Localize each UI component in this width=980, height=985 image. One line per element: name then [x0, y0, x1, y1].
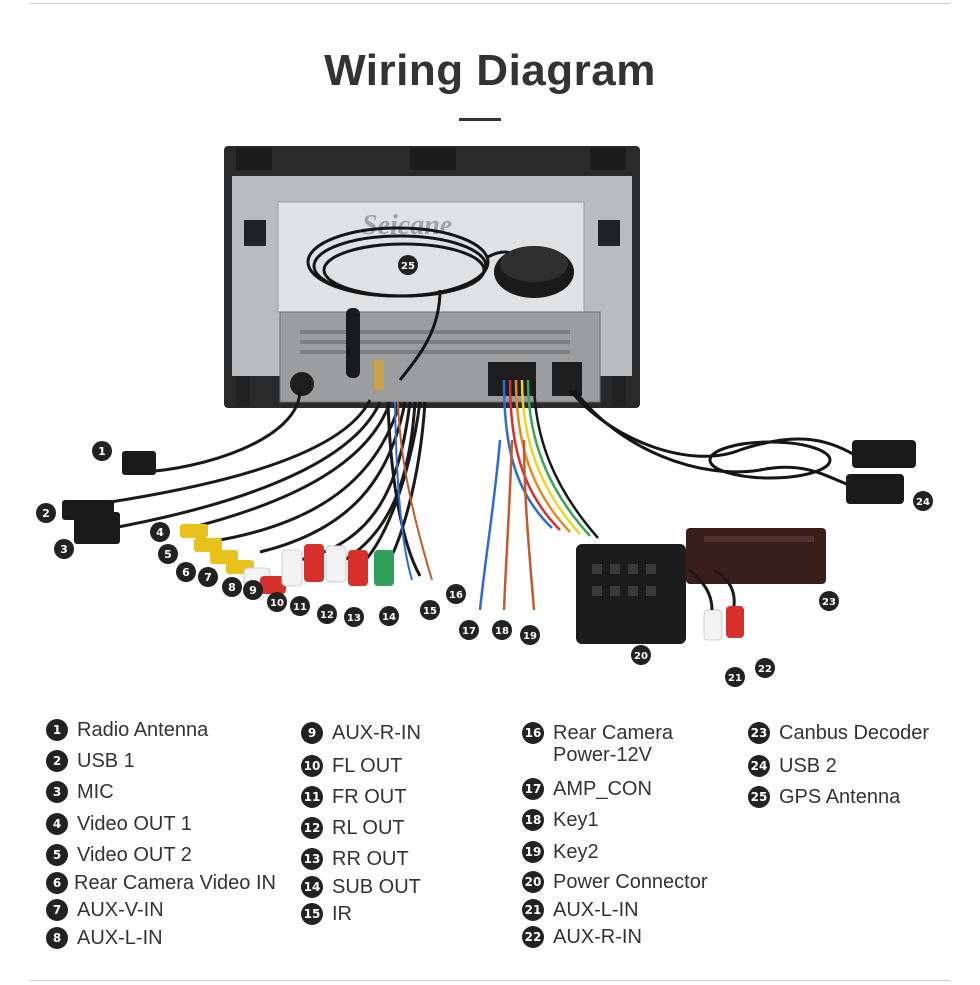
radio-antenna-connector	[122, 451, 156, 475]
svg-text:13: 13	[347, 613, 361, 624]
svg-text:9: 9	[249, 584, 257, 597]
page-title: Wiring Diagram	[324, 46, 656, 95]
callout-21: 21	[725, 667, 745, 687]
svg-text:7: 7	[204, 571, 212, 584]
svg-text:5: 5	[164, 548, 172, 561]
svg-text:16: 16	[449, 590, 463, 601]
svg-text:1: 1	[98, 445, 106, 458]
callout-19: 19	[520, 625, 540, 645]
svg-text:10: 10	[270, 598, 284, 609]
callout-4: 4	[150, 522, 170, 542]
mic-connector	[74, 512, 120, 544]
callout-6: 6	[176, 562, 196, 582]
callout-23: 23	[819, 591, 839, 611]
usb2-connector-b	[846, 474, 904, 504]
gps-antenna	[306, 226, 521, 381]
callout-11: 11	[290, 596, 310, 616]
svg-text:24: 24	[916, 497, 930, 508]
svg-text:17: 17	[462, 626, 476, 637]
head-unit-chassis	[224, 146, 640, 408]
callout-markers: 1 2 3 4 5 6 7 8 9 10 11 12 13 14 15 16 1…	[36, 255, 933, 687]
callout-24: 24	[913, 491, 933, 511]
callout-15: 15	[420, 600, 440, 620]
svg-text:22: 22	[758, 664, 772, 675]
callout-10: 10	[267, 592, 287, 612]
callout-3: 3	[54, 539, 74, 559]
power-harness	[478, 379, 599, 611]
callout-25: 25	[398, 255, 418, 275]
svg-text:12: 12	[320, 610, 334, 621]
callout-13: 13	[344, 607, 364, 627]
callout-16: 16	[446, 584, 466, 604]
callout-9: 9	[243, 580, 263, 600]
usb2-connector-a	[852, 440, 916, 468]
svg-text:2: 2	[42, 507, 50, 520]
svg-text:3: 3	[60, 543, 68, 556]
callout-18: 18	[492, 620, 512, 640]
usb2-cable	[568, 389, 861, 490]
svg-text:20: 20	[634, 651, 648, 662]
head-unit-illustration: Seicane	[36, 146, 933, 687]
svg-text:11: 11	[293, 602, 307, 613]
svg-text:23: 23	[822, 597, 836, 608]
callout-22: 22	[755, 658, 775, 678]
callout-5: 5	[158, 544, 178, 564]
svg-text:21: 21	[728, 673, 742, 684]
callout-20: 20	[631, 645, 651, 665]
callout-17: 17	[459, 620, 479, 640]
svg-text:19: 19	[523, 631, 537, 642]
bottom-divider	[30, 980, 950, 981]
rca-connectors	[180, 524, 394, 594]
callout-12: 12	[317, 604, 337, 624]
title-underline	[459, 118, 501, 121]
svg-text:15: 15	[423, 606, 437, 617]
svg-text:25: 25	[401, 261, 415, 272]
left-cable-bundle	[69, 389, 427, 577]
callout-2: 2	[36, 503, 56, 523]
svg-text:6: 6	[182, 566, 190, 579]
callout-1: 1	[92, 441, 112, 461]
callout-8: 8	[222, 577, 242, 597]
svg-text:14: 14	[382, 612, 396, 623]
svg-text:18: 18	[495, 626, 509, 637]
svg-text:4: 4	[156, 526, 164, 539]
top-divider	[30, 3, 950, 4]
wifi-antenna	[346, 308, 360, 378]
svg-text:8: 8	[228, 581, 236, 594]
callout-7: 7	[198, 567, 218, 587]
callout-14: 14	[379, 606, 399, 626]
